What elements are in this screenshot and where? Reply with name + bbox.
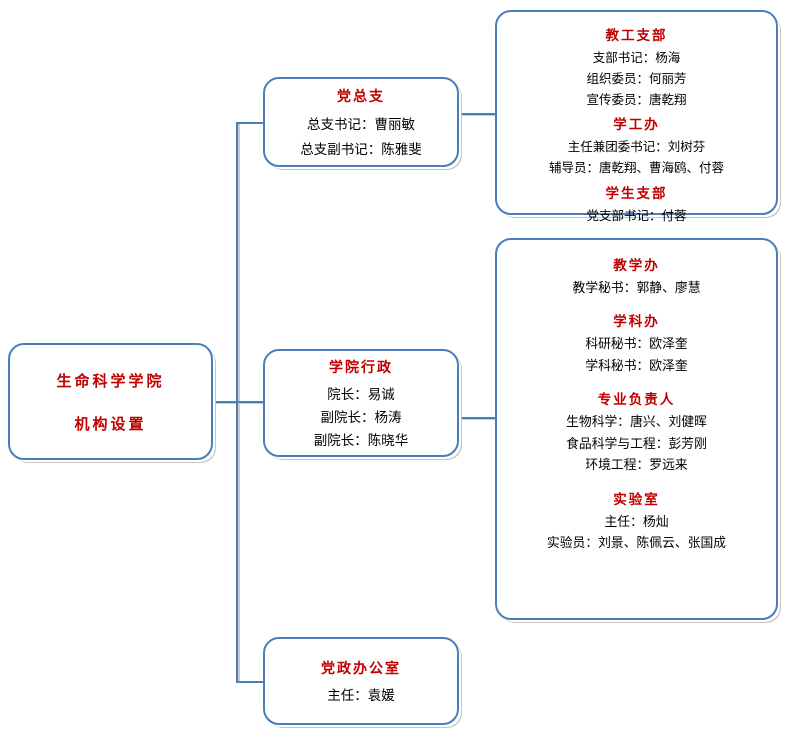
branch-title-student: 学生支部 — [605, 185, 668, 202]
node-college-administration[interactable]: 学院行政 院长：易诚 副院长：杨涛 副院长：陈晓华 — [263, 349, 459, 457]
office-title-discipline: 学科办 — [613, 314, 660, 331]
root-title-line2: 机构设置 — [74, 414, 147, 433]
office-title-teaching: 教学办 — [613, 258, 660, 274]
node-administrative-offices[interactable]: 教学办 教学秘书：郭静、廖慧 学科办 科研秘书：欧泽奎 学科秘书：欧泽奎 专业负… — [495, 238, 778, 620]
node-party-government-office[interactable]: 党政办公室 主任：袁媛 — [263, 637, 459, 725]
office-teaching-line-0: 教学秘书：郭静、廖慧 — [572, 281, 701, 296]
connector-trunk-to-office — [236, 681, 265, 683]
branch-student-affairs-line-1: 辅导员：唐乾翔、曹海鸥、付蓉 — [548, 160, 724, 175]
office-line-0: 主任：袁媛 — [327, 688, 395, 704]
node-root[interactable]: 生命科学学院 机构设置 — [8, 343, 213, 460]
connector-party-to-branches-shadow — [460, 114, 498, 116]
connector-trunk-to-party — [236, 122, 265, 124]
admin-title: 学院行政 — [329, 360, 393, 376]
connector-party-to-branches — [459, 113, 497, 115]
office-title-program-leads: 专业负责人 — [597, 392, 676, 409]
root-title-line1: 生命科学学院 — [56, 371, 165, 390]
connector-root-stub-shadow — [214, 402, 265, 404]
admin-line-2: 副院长：陈晓华 — [313, 433, 409, 449]
office-program-leads-line-1: 食品科学与工程：彭芳刚 — [566, 436, 707, 452]
connector-trunk-to-admin — [236, 401, 265, 403]
party-line-0: 总支书记：曹丽敏 — [307, 117, 415, 133]
party-title: 党总支 — [337, 89, 385, 105]
node-party-branches[interactable]: 教工支部 支部书记：杨海 组织委员：何丽芳 宣传委员：唐乾翔 学工办 主任兼团委… — [495, 10, 778, 223]
branch-title-staff: 教工支部 — [605, 28, 668, 44]
office-program-leads-line-2: 环境工程：罗远来 — [585, 458, 688, 474]
branch-student-affairs-line-0: 主任兼团委书记：刘树芬 — [567, 139, 706, 155]
admin-line-0: 院长：易诚 — [327, 387, 395, 403]
party-line-1: 总支副书记：陈雅斐 — [300, 142, 422, 158]
node-party-committee[interactable]: 党总支 总支书记：曹丽敏 总支副书记：陈雅斐 — [263, 77, 459, 167]
branch-staff-line-2: 宣传委员：唐乾翔 — [586, 91, 687, 107]
office-title-laboratory: 实验室 — [613, 491, 660, 508]
office-discipline-line-1: 学科秘书：欧泽奎 — [585, 358, 688, 374]
office-program-leads-line-0: 生物科学：唐兴、刘健晖 — [566, 415, 707, 431]
branch-title-student-affairs: 学工办 — [613, 117, 660, 134]
connector-admin-to-offices-shadow — [460, 418, 498, 420]
connector-admin-to-offices — [459, 417, 497, 419]
office-laboratory-line-1: 实验员：刘景、陈佩云、张国成 — [546, 536, 727, 552]
office-laboratory-line-0: 主任：杨灿 — [604, 514, 669, 530]
branch-staff-line-1: 组织委员：何丽芳 — [586, 70, 687, 86]
admin-line-1: 副院长：杨涛 — [320, 410, 402, 426]
branch-student-line-0: 党支部书记：付蓉 — [586, 207, 687, 223]
branch-staff-line-0: 支部书记：杨海 — [592, 50, 681, 65]
office-title: 党政办公室 — [321, 661, 401, 677]
office-discipline-line-0: 科研秘书：欧泽奎 — [585, 337, 688, 353]
